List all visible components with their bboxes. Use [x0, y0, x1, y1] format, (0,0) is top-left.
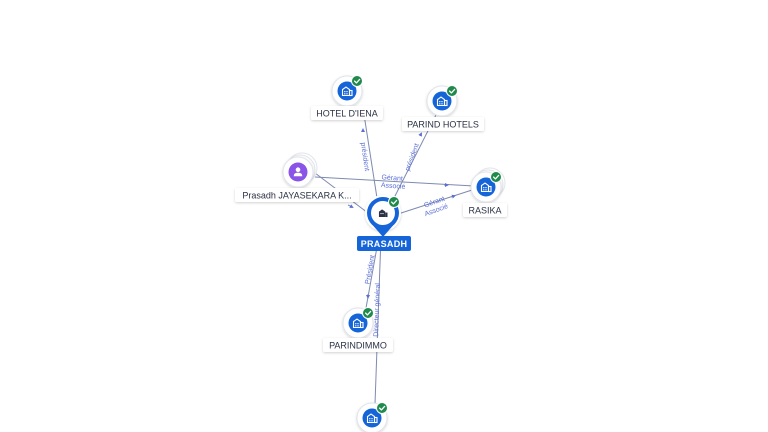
verified-check-icon — [361, 306, 375, 320]
building-icon — [378, 209, 388, 218]
node-label: PARIND HOTELS — [407, 120, 479, 130]
node-rasika[interactable] — [470, 167, 506, 203]
node-label: PARINDIMMO — [329, 341, 387, 351]
verified-check-icon — [350, 74, 364, 88]
person-icon — [293, 167, 303, 177]
verified-check-icon — [489, 170, 503, 184]
node-label: HOTEL D'IENA — [316, 109, 377, 119]
edge-arrow-prasadh-rasika — [450, 194, 456, 199]
edge-label-president: président — [359, 142, 370, 172]
node-hotel-diena[interactable] — [331, 74, 364, 107]
edge-label-president: Président — [365, 255, 377, 285]
verified-check-icon — [387, 195, 401, 209]
edge-label-president: président — [404, 143, 420, 173]
edge-prasadh-bottom — [374, 235, 382, 405]
label-prasadh-main[interactable]: PRASADH — [357, 236, 411, 251]
edge-hotel-diena — [362, 107, 378, 199]
label-parindimmo[interactable]: PARINDIMMO — [323, 338, 393, 352]
verified-check-icon — [445, 84, 459, 98]
node-prasadh-main[interactable] — [364, 195, 401, 237]
label-rasika[interactable]: RASIKA — [463, 203, 507, 217]
node-person[interactable] — [282, 152, 318, 188]
edges — [314, 107, 475, 405]
node-label: PRASADH — [361, 239, 408, 249]
node-parind-hotels[interactable] — [426, 84, 459, 117]
verified-check-icon — [375, 401, 389, 415]
edge-label-directeur-general: Directeur général — [373, 283, 382, 337]
label-hotel-diena[interactable]: HOTEL D'IENA — [311, 106, 383, 120]
edge-arrow-parind-hotels — [418, 132, 422, 137]
node-bottom-company[interactable] — [356, 401, 389, 432]
node-label: RASIKA — [468, 206, 501, 216]
edge-prasadh-rasika — [397, 189, 473, 215]
edge-label-gerant: Gérant — [381, 174, 403, 182]
label-parind-hotels[interactable]: PARIND HOTELS — [402, 117, 484, 131]
label-person[interactable]: Prasadh JAYASEKARA K... — [235, 188, 359, 202]
edge-label-associe: Associé — [381, 182, 406, 191]
edge-arrow-person-prasadh — [347, 204, 354, 208]
node-parindimmo[interactable] — [342, 306, 375, 339]
node-label: Prasadh JAYASEKARA K... — [242, 191, 351, 201]
